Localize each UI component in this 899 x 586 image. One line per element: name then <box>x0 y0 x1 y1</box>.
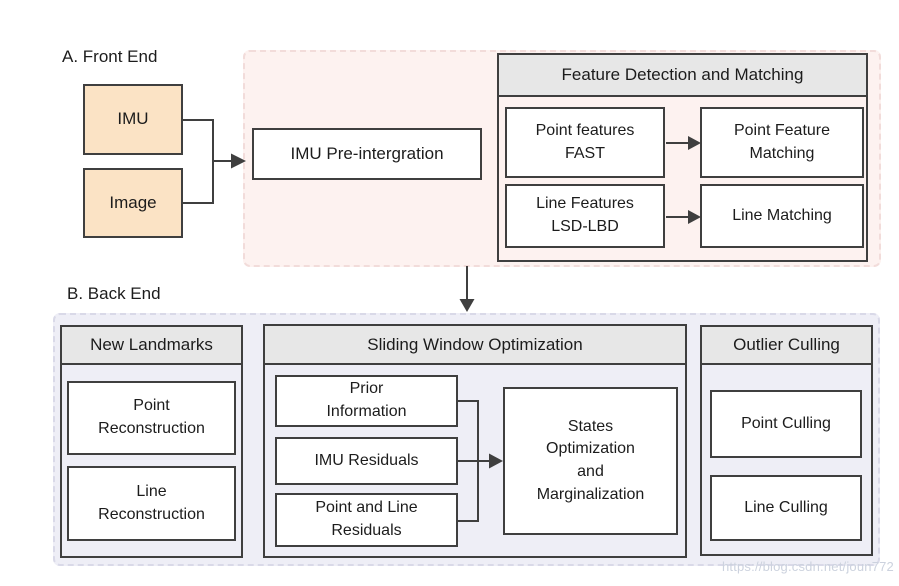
line-culling-box: Line Culling <box>710 475 862 541</box>
feature-detection-header: Feature Detection and Matching <box>499 55 866 97</box>
imu-residuals-box: IMU Residuals <box>275 437 458 485</box>
back-end-label: B. Back End <box>67 284 161 303</box>
line-matching-box: Line Matching <box>700 184 864 248</box>
imu-box: IMU <box>83 84 183 155</box>
point-line-residuals-box: Point and Line Residuals <box>275 493 458 547</box>
point-reconstruction-box: Point Reconstruction <box>67 381 236 455</box>
sliding-window-group: Sliding Window Optimization Prior Inform… <box>263 324 687 558</box>
prior-information-box: Prior Information <box>275 375 458 427</box>
image-box: Image <box>83 168 183 238</box>
point-matching-box: Point Feature Matching <box>700 107 864 178</box>
point-features-box: Point features FAST <box>505 107 665 178</box>
new-landmarks-group: New Landmarks Point Reconstruction Line … <box>60 325 243 558</box>
imu-preintegration-box: IMU Pre-intergration <box>252 128 482 180</box>
new-landmarks-header: New Landmarks <box>62 327 241 365</box>
outlier-culling-header: Outlier Culling <box>702 327 871 365</box>
input-merge-connector <box>183 119 214 204</box>
frontend-backend-arrowhead <box>459 299 475 312</box>
line-features-box: Line Features LSD-LBD <box>505 184 665 248</box>
outlier-culling-group: Outlier Culling Point Culling Line Culli… <box>700 325 873 556</box>
feature-detection-group: Feature Detection and Matching Point fea… <box>497 53 868 262</box>
front-end-label: A. Front End <box>62 47 158 66</box>
line-reconstruction-box: Line Reconstruction <box>67 466 236 541</box>
watermark-text: https://blog.csdn.net/joun772 <box>721 559 894 574</box>
point-culling-box: Point Culling <box>710 390 862 458</box>
sliding-window-header: Sliding Window Optimization <box>265 326 685 365</box>
states-optimization-box: States Optimization and Marginalization <box>503 387 678 535</box>
